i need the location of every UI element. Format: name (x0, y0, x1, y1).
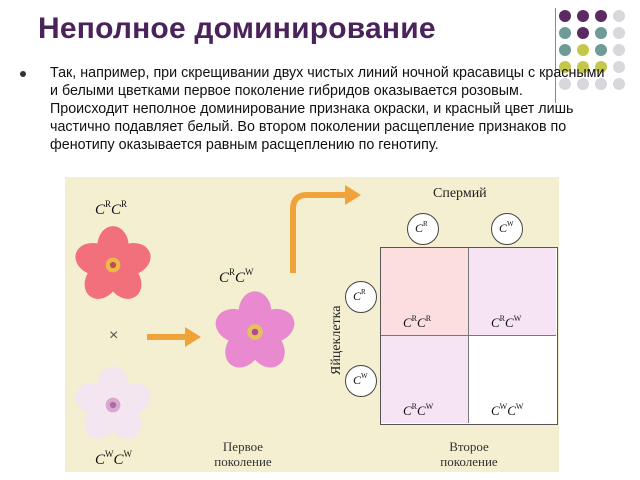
punnett-cell: CWCW (469, 336, 556, 423)
decorative-dot (613, 10, 625, 22)
decorative-dot (613, 44, 625, 56)
punnett-square: CRCR CRCW CRCW CWCW (380, 247, 558, 425)
punnett-cell: CRCR (381, 248, 469, 336)
decorative-line (555, 8, 556, 103)
sperm-label: Спермий (433, 186, 487, 201)
sperm-gamete-2: CW (491, 213, 523, 245)
decorative-dot (559, 10, 571, 22)
genetics-figure: CRCR × CWCW CRCW Первое поколение Сперми… (65, 177, 559, 472)
arrow-to-sperm (290, 192, 347, 273)
decorative-dot (559, 27, 571, 39)
white-flower-icon (71, 366, 155, 446)
decorative-dot (595, 27, 607, 39)
genotype-parent-red: CRCR (95, 199, 128, 218)
decorative-dot (595, 44, 607, 56)
arrowhead-icon (185, 327, 201, 347)
decorative-dot (613, 27, 625, 39)
genotype-parent-white: CWCW (95, 449, 133, 468)
bullet-text: Так, например, при скрещивании двух чист… (50, 65, 605, 153)
decorative-dots (559, 10, 625, 90)
decorative-dot (577, 10, 589, 22)
decorative-dot (595, 78, 607, 90)
decorative-dot (577, 27, 589, 39)
red-flower-icon (71, 226, 155, 306)
egg-label: Яйцеклетка (329, 305, 344, 375)
decorative-dot (559, 78, 571, 90)
bullet-marker (20, 71, 26, 77)
f2-caption: Второе поколение (440, 439, 498, 469)
egg-gamete-2: CW (345, 365, 377, 397)
punnett-cell: CRCW (469, 248, 556, 336)
bullet-item: Так, например, при скрещивании двух чист… (20, 64, 605, 154)
f1-caption: Первое поколение (214, 439, 272, 469)
decorative-dot (613, 78, 625, 90)
slide-title: Неполное доминирование (38, 12, 436, 45)
cross-symbol: × (109, 327, 119, 344)
egg-gamete-1: CR (345, 281, 377, 313)
punnett-cell: CRCW (381, 336, 469, 423)
decorative-dot (559, 61, 571, 73)
decorative-dot (577, 61, 589, 73)
arrowhead-icon (345, 185, 361, 205)
decorative-dot (577, 78, 589, 90)
pink-flower-icon (211, 291, 299, 375)
decorative-dot (577, 44, 589, 56)
decorative-dot (595, 10, 607, 22)
genotype-f1: CRCW (219, 267, 254, 286)
decorative-dot (559, 44, 571, 56)
decorative-dot (595, 61, 607, 73)
sperm-gamete-1: CR (407, 213, 439, 245)
decorative-dot (613, 61, 625, 73)
